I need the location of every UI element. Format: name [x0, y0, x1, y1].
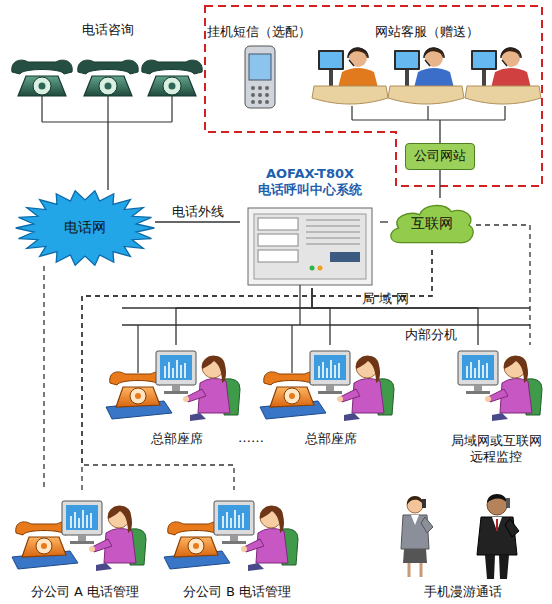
- node-label: 电话咨询: [82, 22, 134, 38]
- dashed-connector: [82, 250, 432, 490]
- node-label: 总部座席: [305, 431, 357, 447]
- connector: [155, 221, 240, 222]
- website-box: 公司网站: [405, 143, 475, 170]
- bus-line: [122, 308, 530, 325]
- node-label: 电话呼叫中心系统: [258, 182, 362, 198]
- network-burst: 电话网: [15, 190, 155, 266]
- connector: [107, 122, 108, 190]
- rotary-phone: [78, 60, 138, 96]
- agent-seat: [106, 351, 240, 421]
- edge-label: 电话外线: [172, 204, 224, 220]
- seat-node: 总部座席: [262, 345, 400, 447]
- sms-group: 挂机短信（选配）: [206, 24, 312, 116]
- branch-node: 分公司 B 电话管理: [162, 490, 312, 600]
- group-boundary: [205, 6, 542, 186]
- node-label: 电话网: [64, 219, 106, 237]
- service-group: 网站客服（赠送）: [314, 24, 540, 120]
- monitor-node: 局域网或互联网远程监控: [446, 345, 546, 465]
- service-agent: [312, 47, 388, 104]
- dashed-connector: [43, 266, 44, 490]
- connector: [312, 288, 478, 345]
- cloud-outline: [391, 206, 473, 243]
- rotary-phone: [12, 60, 72, 96]
- bus-label: 内部分机: [405, 327, 457, 343]
- node-label: 分公司 B 电话管理: [183, 584, 291, 600]
- node-label: 局域网或互联网远程监控: [446, 433, 546, 466]
- agent-seat: [164, 501, 298, 571]
- node-label: 分公司 A 电话管理: [31, 584, 139, 600]
- ellipsis-label: ……: [238, 430, 264, 446]
- business-woman: [401, 496, 433, 577]
- node-label: 总部座席: [151, 431, 203, 447]
- server-symbol: [248, 208, 372, 285]
- node-label: 挂机短信（选配）: [207, 24, 311, 40]
- starburst-outline: [16, 191, 155, 265]
- node-label: 手机漫游通话: [424, 584, 502, 600]
- roaming-node: 手机漫游通话: [380, 485, 545, 600]
- mobile-phone: [245, 46, 275, 108]
- internet-cloud: 互联网: [388, 198, 476, 250]
- service-agent: [388, 47, 464, 104]
- business-man: [477, 494, 519, 579]
- bus-label: 局 域 网: [362, 291, 409, 307]
- node-label: AOFAX-T80X: [266, 166, 354, 182]
- monitor: [458, 351, 498, 394]
- node-label: 互联网: [411, 215, 453, 233]
- phone-wire: [42, 96, 172, 122]
- agent-seat: [260, 351, 394, 421]
- phone-group: 电话咨询: [10, 22, 206, 122]
- service-agent: [465, 47, 541, 104]
- server-node: AOFAX-T80X电话呼叫中心系统: [240, 166, 380, 288]
- seat-node: 总部座席: [108, 345, 246, 447]
- rotary-phone: [142, 60, 202, 96]
- agent-wire: [352, 106, 505, 120]
- connector: [439, 120, 440, 143]
- node-label: 网站客服（赠送）: [375, 24, 479, 40]
- connector: [439, 170, 440, 198]
- dashed-connector: [476, 225, 530, 345]
- branch-node: 分公司 A 电话管理: [10, 490, 160, 600]
- connector: [380, 221, 388, 222]
- dashed-connector: [82, 250, 432, 490]
- seated-woman: [485, 356, 542, 421]
- node-label: 公司网站: [414, 148, 466, 164]
- agent-seat: [12, 501, 146, 571]
